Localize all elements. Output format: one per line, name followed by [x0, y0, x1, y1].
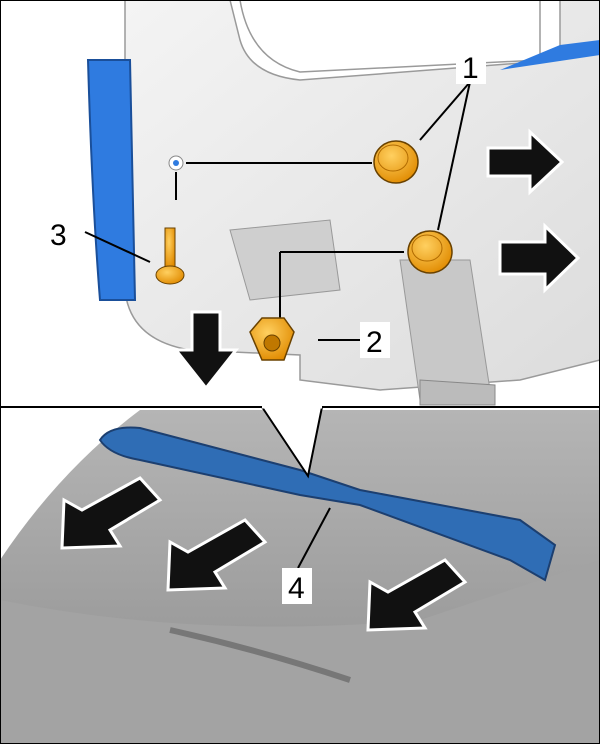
arrow-down-left-icon: [166, 518, 268, 592]
blue-trim-panel-left: [86, 59, 137, 301]
arrow-down-left-icon: [60, 476, 163, 550]
callout-pointer: [261, 406, 323, 479]
label-1: 1: [462, 52, 479, 85]
arrow-down-left-icon: [366, 558, 468, 632]
leader-lines: [84, 81, 471, 341]
screw-3: [155, 227, 185, 285]
top-panel-tailgate-interior: [86, 0, 600, 406]
label-2: 2: [366, 326, 383, 359]
arrow-right-icon: [498, 222, 581, 294]
rear-wiper: [169, 627, 351, 683]
arrow-right-icon: [486, 128, 565, 196]
expanding-rivet-1b: [407, 230, 453, 274]
label-4: 4: [288, 572, 305, 605]
expanding-rivet-1a: [373, 140, 419, 184]
removal-arrows-bottom: [60, 476, 468, 632]
callout-labels: 1 2 3 4: [44, 50, 486, 605]
arrow-down-icon: [172, 310, 240, 391]
blue-trim-panel-right: [500, 40, 600, 70]
removal-arrows-top: [172, 128, 581, 391]
nut-2: [249, 317, 295, 361]
label-3: 3: [50, 219, 67, 252]
rear-spoiler-4: [98, 426, 557, 582]
